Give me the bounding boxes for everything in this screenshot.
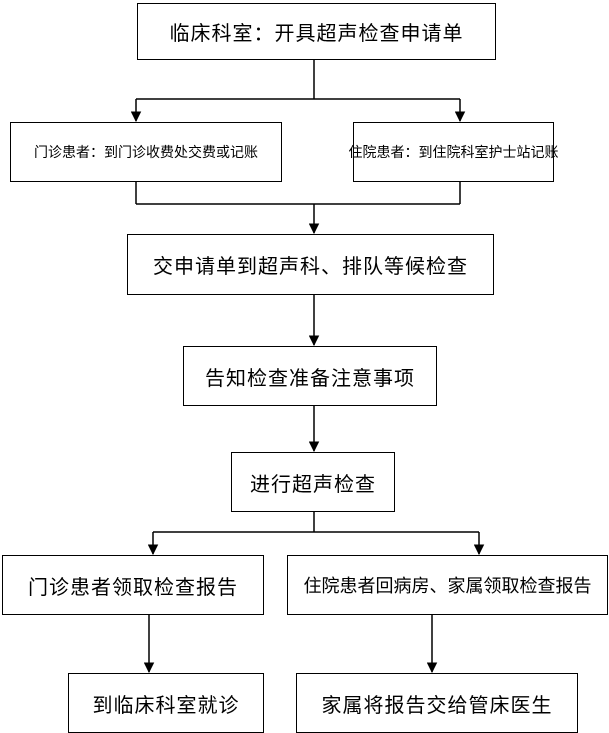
step-outpatient-pay-box: 门诊患者：到门诊收费处交费或记账	[10, 122, 282, 182]
step-exam-box: 进行超声检查	[231, 452, 395, 512]
step-request-label: 临床科室：开具超声检查申请单	[169, 21, 464, 45]
step-outpatient-visit-label: 到临床科室就诊	[92, 692, 240, 717]
step-inpatient-handover-label: 家属将报告交给管床医生	[321, 692, 553, 717]
step-request-box: 临床科室：开具超声检查申请单	[137, 3, 496, 60]
step-notice-box: 告知检查准备注意事项	[183, 346, 437, 406]
step-notice-label: 告知检查准备注意事项	[205, 365, 415, 390]
step-inpatient-report-box: 住院患者回病房、家属领取检查报告	[287, 555, 608, 615]
step-inpatient-pay-label: 住院患者：到住院科室护士站记账	[348, 145, 559, 161]
step-queue-label: 交申请单到超声科、排队等候检查	[153, 254, 468, 278]
step-queue-box: 交申请单到超声科、排队等候检查	[127, 234, 494, 295]
step-inpatient-pay-box: 住院患者：到住院科室护士站记账	[349, 122, 559, 182]
step-exam-label: 进行超声检查	[250, 471, 376, 496]
step-outpatient-visit-box: 到临床科室就诊	[68, 673, 264, 733]
step-inpatient-report-label: 住院患者回病房、家属领取检查报告	[303, 576, 592, 597]
step-outpatient-pay-label: 门诊患者：到门诊收费处交费或记账	[34, 145, 258, 161]
step-outpatient-report-label: 门诊患者领取检查报告	[28, 574, 238, 599]
step-outpatient-report-box: 门诊患者领取检查报告	[2, 555, 264, 615]
step-inpatient-handover-box: 家属将报告交给管床医生	[296, 673, 578, 733]
